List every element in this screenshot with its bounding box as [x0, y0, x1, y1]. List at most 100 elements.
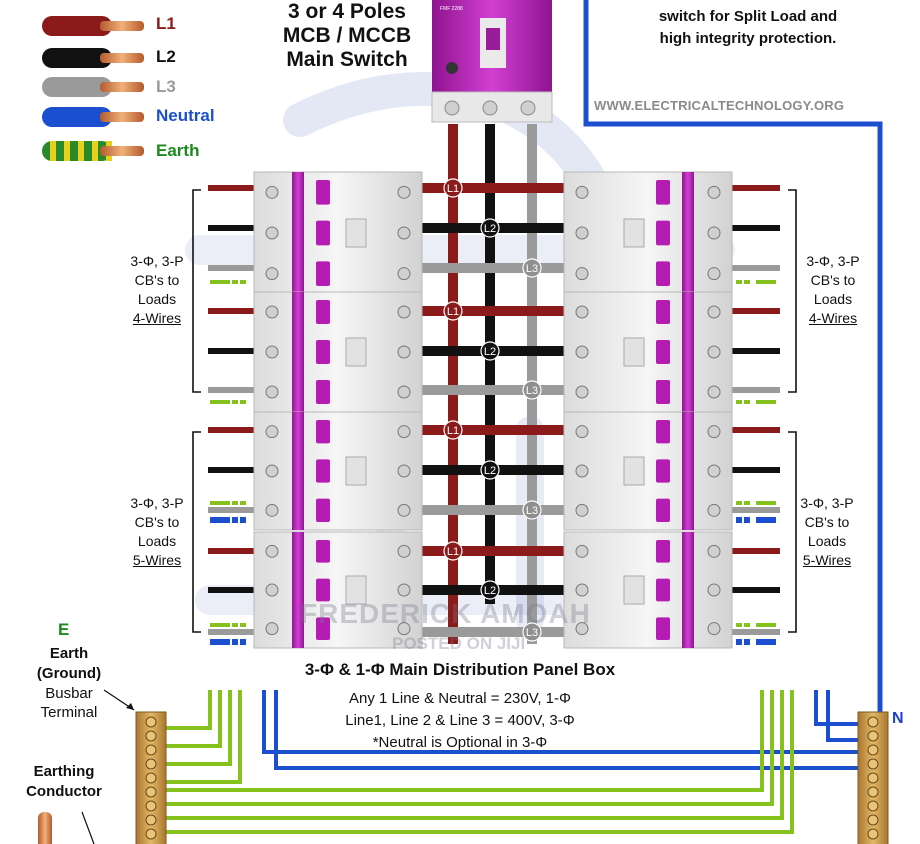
breaker-purple-stripe: [682, 532, 694, 648]
breaker-screw: [265, 503, 279, 517]
breaker-screw: [265, 622, 279, 636]
breaker-handle: [656, 380, 670, 404]
earth-stub-right: [736, 623, 742, 627]
earth-busbar-screw: [145, 828, 157, 840]
outgoing-wire-right: [732, 587, 780, 593]
outgoing-wire-right: [732, 427, 780, 433]
earth-busbar-label: Busbar Terminal: [14, 684, 124, 722]
breaker-label-plate: [623, 575, 645, 605]
breaker-handle: [316, 261, 330, 286]
watermark-name: FREDERICK AMOAH: [300, 598, 591, 629]
earth-stub-left: [210, 501, 230, 505]
earth-stub-left: [210, 400, 230, 404]
breaker-purple-stripe: [292, 292, 304, 412]
breaker-screw: [707, 503, 721, 517]
group-label-left-bottom: 3-Φ, 3-P CB's to Loads 5-Wires: [112, 494, 202, 570]
top-note: switch for Split Load and high integrity…: [628, 6, 868, 50]
neutral-busbar-screw: [867, 730, 879, 742]
earth-stub-left: [240, 400, 246, 404]
earth-stub-right: [736, 501, 742, 505]
neutral-stub-right: [756, 639, 776, 645]
breaker-screw: [707, 185, 721, 199]
neutral-stub-right: [744, 517, 750, 523]
neutral-return-wire: [262, 690, 860, 754]
panel-title: 3-Φ & 1-Φ Main Distribution Panel Box: [304, 660, 616, 679]
outgoing-wire-left: [208, 587, 254, 593]
group-line2: CB's to: [810, 272, 856, 288]
legend-wire-stripe: [92, 141, 98, 161]
earth-stub-right: [756, 501, 776, 505]
earthing-line2: Conductor: [26, 783, 102, 800]
group-line3: Loads: [137, 291, 177, 307]
phase-tag-text: L3: [526, 505, 538, 517]
phase-feed-horizontal: [418, 627, 578, 637]
breaker-screw: [397, 583, 411, 597]
earth-stub-right: [736, 400, 742, 404]
outgoing-wire-right: [732, 548, 780, 554]
group-line3: Loads: [813, 291, 853, 307]
group-label-right-bottom: 3-Φ, 3-P CB's to Loads 5-Wires: [782, 494, 872, 570]
phase-tag-circle: [480, 580, 500, 600]
group-label-right-top: 3-Φ, 3-P CB's to Loads 4-Wires: [788, 252, 878, 328]
legend-wire-stripe: [50, 141, 56, 161]
legend-wire-insulation: [42, 77, 112, 97]
main-switch-line3: Main Switch: [286, 48, 408, 71]
earth-stub-left: [210, 280, 230, 284]
legend-wire-stripe: [64, 141, 70, 161]
neutral-stub-right: [756, 517, 776, 523]
breaker-handle: [656, 617, 670, 640]
breaker-screw: [575, 305, 589, 319]
phase-tag-text: L3: [526, 627, 538, 639]
outgoing-wire-right: [732, 225, 780, 231]
phase-tag-circle: [522, 380, 542, 400]
earth-sub-line2: Terminal: [40, 704, 98, 721]
earth-busbar-screw: [145, 730, 157, 742]
breaker-handle: [656, 578, 670, 602]
earth-stub-left: [232, 501, 238, 505]
breaker-module: [253, 171, 423, 295]
breaker-handle: [316, 300, 330, 324]
earth-stub-left: [232, 400, 238, 404]
breaker-screw: [707, 305, 721, 319]
breaker-handle: [316, 420, 330, 444]
breaker-screw: [707, 385, 721, 399]
breaker-screw: [575, 345, 589, 359]
breaker-screw: [575, 503, 589, 517]
breaker-label-plate: [345, 337, 367, 367]
outgoing-wire-left: [208, 629, 254, 635]
outgoing-wire-left: [208, 427, 254, 433]
phase-feed-horizontal: [418, 183, 578, 193]
breaker-body: [563, 531, 733, 649]
earth-return-wire: [166, 690, 232, 766]
legend-wire-copper: [100, 112, 144, 122]
bracket-right-top: [788, 189, 797, 393]
earth-return-wire: [166, 690, 242, 784]
earth-busbar-screw: [145, 786, 157, 798]
breaker-body: [253, 291, 423, 413]
breaker-screw: [397, 622, 411, 636]
panel-note-3: *Neutral is Optional in 3-Φ: [372, 734, 548, 751]
breaker-module: [563, 291, 733, 413]
panel-note-1: Any 1 Line & Neutral = 230V, 1-Φ: [349, 690, 571, 707]
outgoing-wire-left: [208, 548, 254, 554]
breaker-module: [563, 531, 733, 649]
breaker-handle: [316, 578, 330, 602]
breaker-body: [253, 171, 423, 295]
phase-tag-text: L3: [526, 385, 538, 397]
earthing-pointer: [81, 811, 95, 844]
busbar-l1-vertical: [448, 124, 458, 644]
earth-stub-right: [756, 400, 776, 404]
legend-label-neutral: Neutral: [156, 106, 215, 125]
neutral-stub-left: [210, 517, 230, 523]
group-line4: 4-Wires: [808, 310, 858, 326]
breaker-screw: [265, 226, 279, 240]
group-line2: CB's to: [134, 272, 180, 288]
earth-title-line2: (Ground): [36, 665, 102, 682]
breaker-module: [253, 291, 423, 413]
group-line1: 3-Φ, 3-P: [130, 253, 184, 269]
breaker-screw: [707, 583, 721, 597]
breaker-body: [563, 171, 733, 295]
earth-sub-line1: Busbar: [45, 685, 93, 702]
breaker-screw: [265, 345, 279, 359]
legend-wire-copper: [100, 21, 144, 31]
